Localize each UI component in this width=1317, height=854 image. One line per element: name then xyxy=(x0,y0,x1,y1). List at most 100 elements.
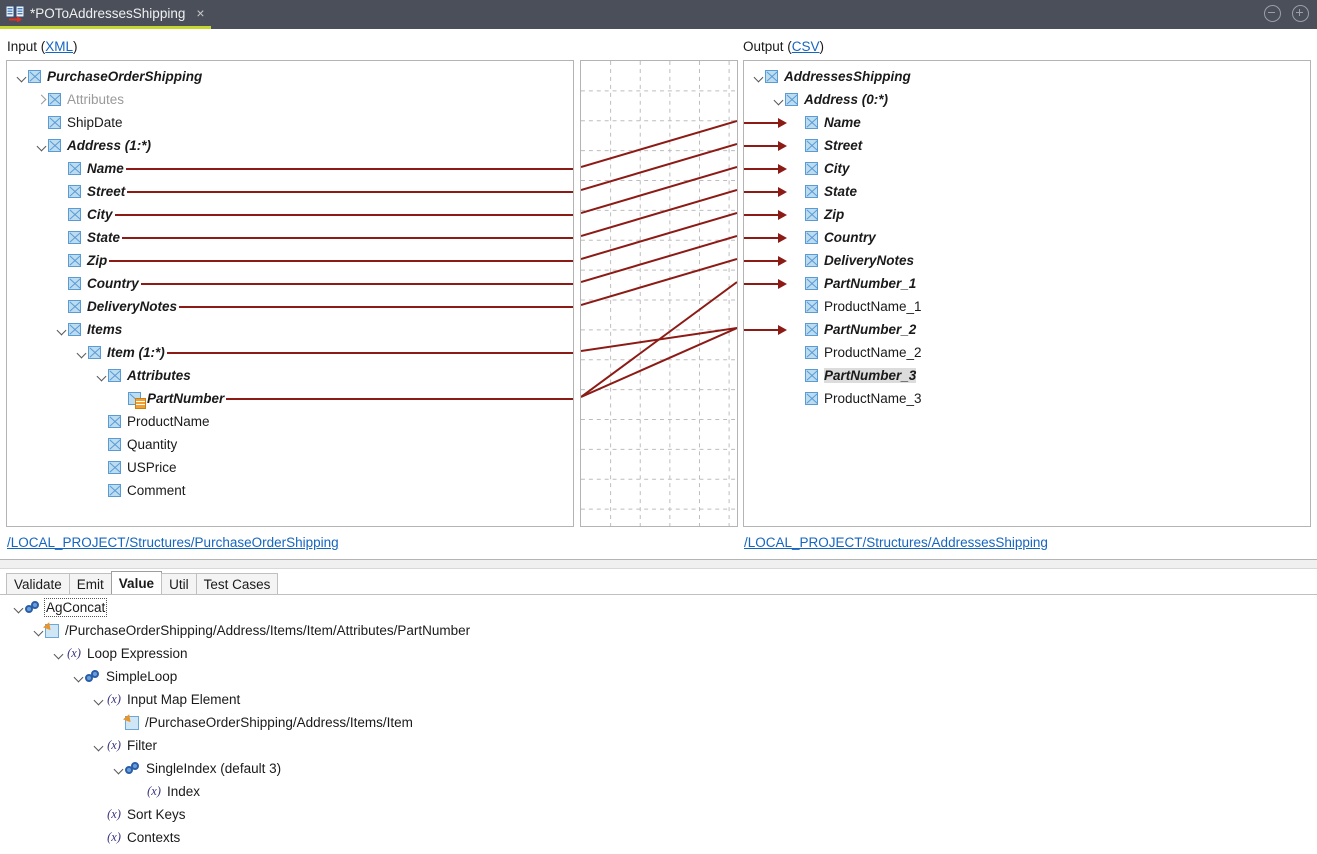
chevron-right-icon[interactable] xyxy=(35,88,48,111)
value-tree-row[interactable]: SimpleLoop xyxy=(0,665,177,688)
bottom-tab-emit[interactable]: Emit xyxy=(68,573,112,595)
mapping-arrow-line xyxy=(744,214,778,216)
chevron-down-icon[interactable] xyxy=(772,88,785,111)
output-tree-row[interactable]: Address (0:*) xyxy=(744,88,888,111)
chevron-down-icon[interactable] xyxy=(15,65,28,88)
input-tree-row[interactable]: DeliveryNotes xyxy=(7,295,177,318)
output-structure-path-link[interactable]: /LOCAL_PROJECT/Structures/AddressesShipp… xyxy=(744,535,1048,550)
horizontal-splitter[interactable] xyxy=(0,559,1317,569)
output-tree-row[interactable]: City xyxy=(744,157,850,180)
value-tree-row[interactable]: (x)Filter xyxy=(0,734,157,757)
checkbox-icon xyxy=(68,323,81,336)
output-tree-label: AddressesShipping xyxy=(784,69,911,84)
output-format-link[interactable]: CSV xyxy=(791,39,820,54)
minimize-icon[interactable] xyxy=(1264,5,1281,22)
input-tree-row[interactable]: ProductName xyxy=(7,410,210,433)
twisty-placeholder xyxy=(792,203,805,226)
value-tree-label: /PurchaseOrderShipping/Address/Items/Ite… xyxy=(65,623,471,638)
chevron-down-icon[interactable] xyxy=(752,65,765,88)
mapping-canvas[interactable] xyxy=(580,60,738,527)
input-tree-row[interactable]: City xyxy=(7,203,113,226)
input-tree-row[interactable]: Address (1:*) xyxy=(7,134,151,157)
input-tree-row[interactable]: Zip xyxy=(7,249,107,272)
input-tree-label: Zip xyxy=(87,253,108,268)
input-format-link[interactable]: XML xyxy=(45,39,74,54)
mapping-arrow-head xyxy=(778,233,787,243)
expression-icon: (x) xyxy=(107,807,121,821)
value-tree-row[interactable]: /PurchaseOrderShipping/Address/Items/Ite… xyxy=(0,619,470,642)
bottom-tab-util[interactable]: Util xyxy=(161,573,197,595)
chevron-down-icon[interactable] xyxy=(12,596,25,619)
output-tree-row[interactable]: ProductName_1 xyxy=(744,295,922,318)
output-tree-label: DeliveryNotes xyxy=(824,253,915,268)
twisty-placeholder xyxy=(55,249,68,272)
bottom-tab-validate[interactable]: Validate xyxy=(6,573,70,595)
input-tree-label: ShipDate xyxy=(67,115,123,130)
input-tree-row[interactable]: Attributes xyxy=(7,364,191,387)
output-tree-row[interactable]: Street xyxy=(744,134,862,157)
output-tree-row[interactable]: DeliveryNotes xyxy=(744,249,914,272)
output-tree-row[interactable]: AddressesShipping xyxy=(744,65,911,88)
input-tree-row[interactable]: Attributes xyxy=(7,88,124,111)
editor-tab[interactable]: *POToAddressesShipping × xyxy=(0,0,211,29)
chevron-down-icon[interactable] xyxy=(92,734,105,757)
input-tree-row[interactable]: Quantity xyxy=(7,433,177,456)
chevron-down-icon[interactable] xyxy=(52,642,65,665)
output-tree-row[interactable]: ProductName_3 xyxy=(744,387,922,410)
value-tree-row[interactable]: (x)Sort Keys xyxy=(0,803,185,826)
input-tree-row[interactable]: Name xyxy=(7,157,124,180)
chevron-down-icon[interactable] xyxy=(95,364,108,387)
checkbox-icon xyxy=(48,116,61,129)
input-tree-row[interactable]: State xyxy=(7,226,120,249)
output-tree-row[interactable]: Zip xyxy=(744,203,844,226)
output-tree-row[interactable]: State xyxy=(744,180,857,203)
input-tree-row[interactable]: Comment xyxy=(7,479,186,502)
input-tree-row[interactable]: Street xyxy=(7,180,125,203)
value-tree-label: SimpleLoop xyxy=(106,669,178,684)
output-tree-row[interactable]: Country xyxy=(744,226,876,249)
value-tree-row[interactable]: SingleIndex (default 3) xyxy=(0,757,281,780)
value-tree-row[interactable]: /PurchaseOrderShipping/Address/Items/Ite… xyxy=(0,711,413,734)
checkbox-icon xyxy=(805,231,818,244)
chevron-down-icon[interactable] xyxy=(35,134,48,157)
maximize-icon[interactable] xyxy=(1292,5,1309,22)
checkbox-icon xyxy=(28,70,41,83)
chevron-down-icon[interactable] xyxy=(112,757,125,780)
input-tree-row[interactable]: ShipDate xyxy=(7,111,123,134)
input-tree-row[interactable]: Country xyxy=(7,272,139,295)
expression-icon: (x) xyxy=(107,692,121,706)
value-tree-row[interactable]: (x)Loop Expression xyxy=(0,642,188,665)
chevron-down-icon[interactable] xyxy=(92,688,105,711)
chevron-down-icon[interactable] xyxy=(32,619,45,642)
value-tree-row[interactable]: (x)Input Map Element xyxy=(0,688,240,711)
chevron-down-icon[interactable] xyxy=(55,318,68,341)
output-tree-label: ProductName_3 xyxy=(824,391,922,406)
value-tree-row[interactable]: AgConcat xyxy=(0,596,108,619)
chevron-down-icon[interactable] xyxy=(72,665,85,688)
input-tree-row[interactable]: Item (1:*) xyxy=(7,341,165,364)
value-tree-row[interactable]: (x)Index xyxy=(0,780,200,803)
checkbox-icon xyxy=(805,346,818,359)
output-tree-row[interactable]: ProductName_2 xyxy=(744,341,922,364)
output-tree-row[interactable]: PartNumber_2 xyxy=(744,318,916,341)
input-tree-row[interactable]: PartNumber xyxy=(7,387,224,410)
output-tree-row[interactable]: Name xyxy=(744,111,861,134)
input-tree-row[interactable]: PurchaseOrderShipping xyxy=(7,65,202,88)
close-icon[interactable]: × xyxy=(196,5,205,21)
output-tree-row[interactable]: PartNumber_1 xyxy=(744,272,916,295)
output-tree-label: PartNumber_2 xyxy=(824,322,917,337)
bottom-tab-test-cases[interactable]: Test Cases xyxy=(195,573,279,595)
output-tree-row[interactable]: PartNumber_3 xyxy=(744,364,917,387)
input-structure-path-link[interactable]: /LOCAL_PROJECT/Structures/PurchaseOrderS… xyxy=(7,535,339,550)
checkbox-icon xyxy=(108,484,121,497)
input-tree-row[interactable]: USPrice xyxy=(7,456,177,479)
chevron-down-icon[interactable] xyxy=(75,341,88,364)
bottom-tab-value[interactable]: Value xyxy=(110,571,163,595)
value-tree-row[interactable]: (x)Contexts xyxy=(0,826,180,849)
output-tree-label: Country xyxy=(824,230,876,245)
input-tree-row[interactable]: Items xyxy=(7,318,122,341)
value-expression-tree[interactable]: AgConcat/PurchaseOrderShipping/Address/I… xyxy=(0,596,1317,854)
